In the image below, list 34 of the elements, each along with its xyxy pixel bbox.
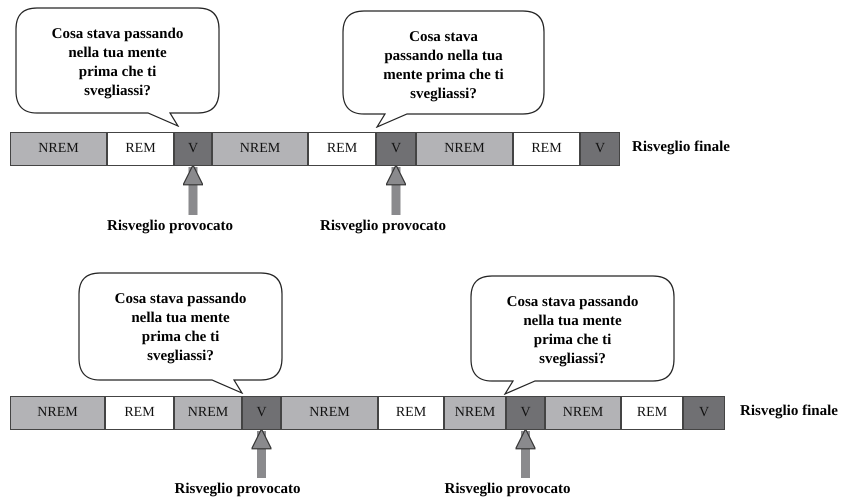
sleep-stage-segment: V (376, 132, 416, 166)
sleep-stage-segment: REM (621, 396, 683, 430)
sleep-stage-segment: NREM (545, 396, 621, 430)
sleep-stage-segment: REM (107, 132, 174, 166)
stage-label: Risveglio finale (740, 403, 838, 420)
sleep-stage-segment: NREM (444, 396, 506, 430)
sleep-stage-segment: REM (378, 396, 444, 430)
sleep-stage-segment: V (580, 132, 620, 166)
arrow (182, 164, 204, 215)
sleep-stage-segment: V (506, 396, 545, 430)
arrow (251, 428, 272, 478)
speech-bubble: Cosa stava passando nella tua mente prima che ti svegliassi? (78, 272, 283, 394)
stage-label: Risveglio finale (632, 139, 730, 156)
speech-bubble: Cosa stava passando nella tua mente prima che ti svegliassi? (470, 275, 675, 395)
speech-bubble: Cosa stava passando nella tua mente prima che ti svegliassi? (15, 7, 220, 127)
sleep-stage-segment: NREM (10, 396, 105, 430)
sleep-stage-segment: V (174, 132, 212, 166)
sleep-stage-segment: NREM (174, 396, 242, 430)
caption-text: Risveglio provocato (420, 481, 595, 501)
arrow (386, 164, 406, 215)
caption-text: Risveglio provocato (150, 481, 325, 501)
sleep-stage-segment: REM (308, 132, 376, 166)
arrow (515, 428, 536, 478)
sleep-stage-segment: NREM (212, 132, 308, 166)
speech-bubble: Cosa stava passando nella tua mente prima che ti svegliassi? (342, 10, 545, 128)
sleep-stage-segment: NREM (281, 396, 378, 430)
sleep-stage-segment: REM (105, 396, 174, 430)
sleep-stage-segment: REM (513, 132, 580, 166)
sleep-stage-segment: V (683, 396, 725, 430)
sleep-stage-segment: NREM (10, 132, 107, 166)
caption-text: Risveglio provocato (85, 218, 255, 238)
sleep-stage-segment: V (242, 396, 281, 430)
sleep-stage-segment: NREM (416, 132, 513, 166)
caption-text: Risveglio provocato (298, 218, 468, 238)
